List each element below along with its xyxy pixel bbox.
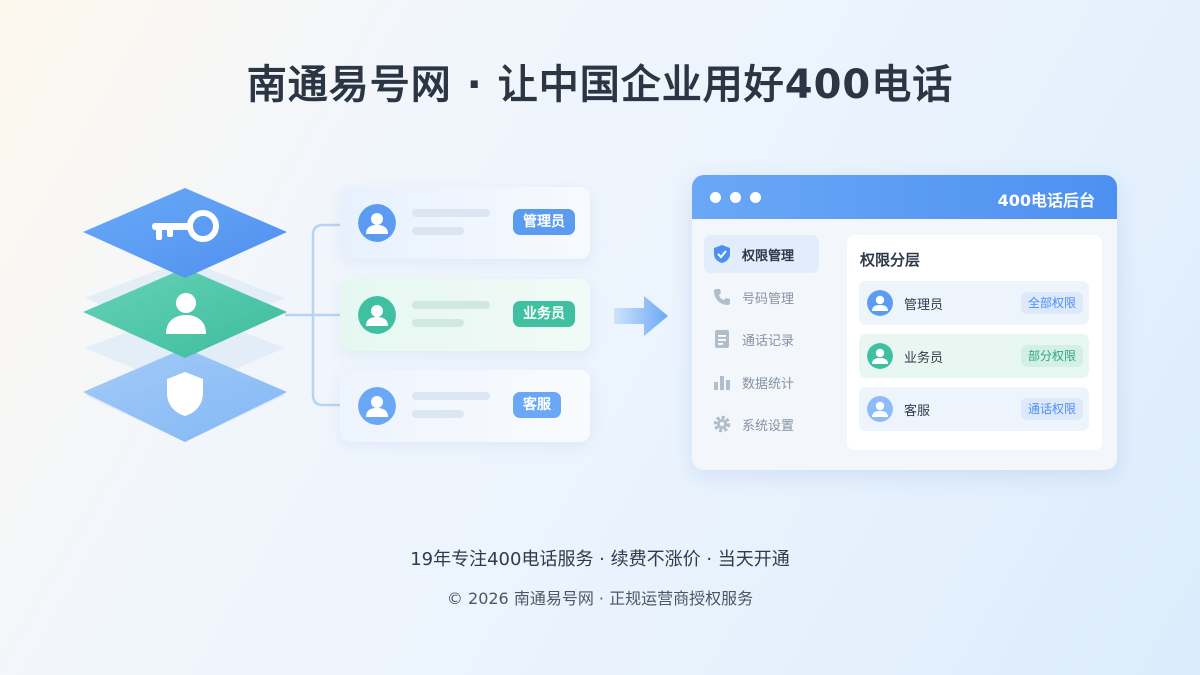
sidebar-item-label: 号码管理 bbox=[742, 292, 795, 307]
admin-layer bbox=[83, 188, 287, 278]
placeholder-bar bbox=[412, 301, 490, 309]
permission-badge: 全部权限 bbox=[1020, 292, 1083, 314]
admin-panel-window: 400电话后台 权限管理 号码管理 通话记录 数据统计 bbox=[692, 175, 1117, 470]
tagline: 19年专注400电话服务 · 续费不涨价 · 当天开通 bbox=[410, 549, 790, 570]
permission-layers bbox=[80, 180, 295, 455]
placeholder-bar bbox=[412, 319, 464, 327]
user-icon bbox=[166, 293, 206, 334]
row-role-label: 管理员 bbox=[904, 298, 944, 313]
placeholder-bar bbox=[412, 227, 464, 235]
admin-avatar-icon bbox=[867, 290, 893, 316]
role-card-sales: 业务员 bbox=[340, 279, 590, 351]
key-icon bbox=[152, 210, 219, 242]
window-dot bbox=[750, 192, 761, 203]
sales-avatar-icon bbox=[358, 296, 396, 334]
sidebar-item-label: 通话记录 bbox=[742, 334, 795, 349]
bar-chart-icon bbox=[714, 376, 730, 390]
panel-title: 400电话后台 bbox=[997, 191, 1095, 210]
panel-header: 400电话后台 bbox=[692, 175, 1117, 219]
role-tag-sales: 业务员 bbox=[513, 301, 575, 327]
placeholder-bar bbox=[412, 209, 490, 217]
role-card-service: 客服 bbox=[340, 370, 590, 442]
row-role-label: 业务员 bbox=[904, 351, 944, 366]
copyright: © 2026 南通易号网 · 正规运营商授权服务 bbox=[446, 589, 754, 608]
permission-row-sales[interactable]: 业务员 部分权限 bbox=[859, 334, 1089, 378]
sidebar-item-statistics[interactable]: 数据统计 bbox=[704, 363, 819, 401]
window-dot bbox=[710, 192, 721, 203]
sidebar-item-label: 系统设置 bbox=[742, 419, 795, 434]
permission-badge: 部分权限 bbox=[1020, 345, 1083, 367]
service-avatar-icon bbox=[358, 387, 396, 425]
arrow-right-icon bbox=[614, 296, 668, 336]
sidebar-item-label: 权限管理 bbox=[742, 249, 795, 264]
sidebar-item-permissions[interactable]: 权限管理 bbox=[704, 235, 819, 273]
row-role-label: 客服 bbox=[904, 404, 931, 419]
permission-row-service[interactable]: 客服 通话权限 bbox=[859, 387, 1089, 431]
permission-badge: 通话权限 bbox=[1020, 398, 1083, 420]
section-title: 权限分层 bbox=[860, 251, 921, 269]
sidebar-item-settings[interactable]: 系统设置 bbox=[704, 405, 819, 443]
gear-icon bbox=[713, 415, 731, 433]
permission-row-admin[interactable]: 管理员 全部权限 bbox=[859, 281, 1089, 325]
sidebar-item-label: 数据统计 bbox=[742, 377, 795, 392]
permission-section: 权限分层 管理员 全部权限 业务员 部分权限 bbox=[847, 235, 1102, 450]
role-tag-admin: 管理员 bbox=[513, 209, 575, 235]
role-tag-service: 客服 bbox=[513, 392, 561, 418]
role-card-admin: 管理员 bbox=[340, 187, 590, 259]
shield-icon bbox=[167, 372, 203, 416]
page-title: 南通易号网 · 让中国企业用好400电话 bbox=[246, 62, 954, 108]
connector-lines bbox=[285, 223, 340, 407]
phone-icon bbox=[714, 289, 730, 305]
sales-avatar-icon bbox=[867, 343, 893, 369]
service-avatar-icon bbox=[867, 396, 893, 422]
sidebar-item-numbers[interactable]: 号码管理 bbox=[704, 278, 819, 316]
shield-check-icon bbox=[714, 245, 730, 263]
sales-layer bbox=[83, 268, 287, 358]
placeholder-bar bbox=[412, 392, 490, 400]
sidebar-item-call-records[interactable]: 通话记录 bbox=[704, 320, 819, 358]
placeholder-bar bbox=[412, 410, 464, 418]
window-dot bbox=[730, 192, 741, 203]
admin-avatar-icon bbox=[358, 204, 396, 242]
document-icon bbox=[715, 330, 729, 348]
